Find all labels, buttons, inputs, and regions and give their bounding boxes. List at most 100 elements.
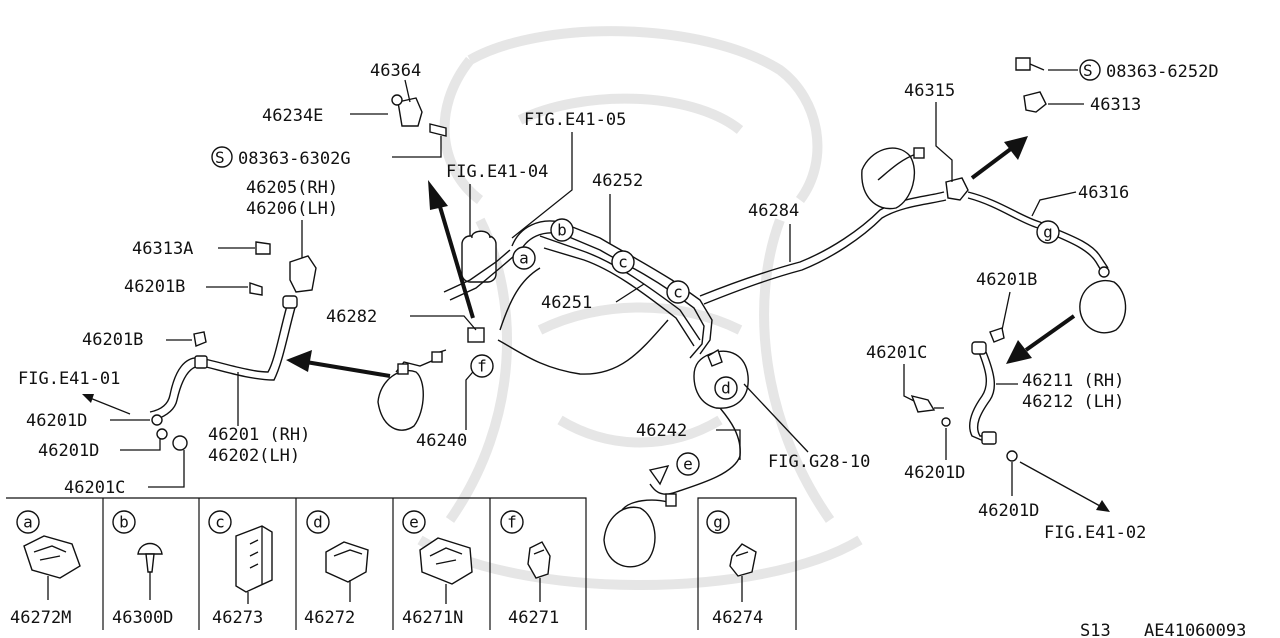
label-46252: 46252 — [592, 171, 643, 191]
watermark — [417, 26, 863, 590]
label-46315: 46315 — [904, 81, 955, 101]
legend-callout-e: e — [402, 510, 426, 534]
rear-left-caliper — [1079, 266, 1127, 334]
label-46313A: 46313A — [132, 239, 193, 259]
label-FIG-E41-01: FIG.E41-01 — [18, 369, 120, 389]
label-FIG-E41-05: FIG.E41-05 — [524, 110, 626, 130]
front-right-brake-pipe — [648, 407, 741, 495]
label-46205: 46205(RH) — [246, 178, 338, 198]
callout-g-diagram: g — [1036, 220, 1060, 244]
rear-brake-pipe-46284 — [699, 191, 947, 305]
legend-part-46271 — [527, 541, 551, 602]
label-46201D-c: 46201D — [904, 463, 965, 483]
legend-part-46272 — [325, 541, 369, 602]
svg-text:d: d — [721, 379, 731, 398]
callout-c1-diagram: c — [611, 250, 635, 274]
label-46201B-a: 46201B — [124, 277, 185, 297]
label-46240: 46240 — [416, 431, 467, 451]
label-46201B-b: 46201B — [82, 330, 143, 350]
front-left-hose — [149, 295, 298, 451]
svg-text:c: c — [618, 253, 628, 272]
label-46201D-d: 46201D — [978, 501, 1039, 521]
callout-a-diagram: a — [512, 246, 536, 270]
legend-label-46271: 46271 — [508, 608, 559, 628]
part-46205-bracket — [289, 255, 317, 293]
legend-callout-g: g — [706, 510, 730, 534]
master-cylinder — [443, 230, 669, 375]
part-46201B-clip-c — [989, 327, 1005, 343]
label-FIG-E41-02: FIG.E41-02 — [1044, 523, 1146, 543]
svg-text:a: a — [519, 249, 529, 268]
direction-arrow-up — [428, 180, 475, 319]
legend-label-46274: 46274 — [712, 608, 763, 628]
svg-text:g: g — [1043, 223, 1053, 242]
label-46201: 46201 (RH) — [208, 425, 310, 445]
front-right-caliper — [603, 493, 677, 568]
svg-text:d: d — [313, 513, 323, 532]
svg-text:e: e — [409, 513, 419, 532]
label-46242: 46242 — [636, 421, 687, 441]
legend-callout-b: b — [112, 510, 136, 534]
label-46313: 46313 — [1090, 95, 1141, 115]
callout-f-diagram: f — [470, 354, 494, 378]
bolt-08363-6252D — [1015, 57, 1047, 113]
svg-text:e: e — [683, 455, 693, 474]
legend-table — [6, 497, 797, 630]
legend-label-46272: 46272 — [304, 608, 355, 628]
s-mark-a-text: S — [215, 148, 225, 167]
part-46313A-bolt — [255, 241, 271, 255]
legend-part-46271N — [419, 537, 473, 604]
rear-right-caliper — [861, 147, 969, 210]
rear-hose-46211 — [968, 341, 1018, 462]
svg-text:c: c — [215, 513, 225, 532]
washer-46201D-c — [941, 417, 951, 427]
footer-code-right: AE41060093 — [1144, 621, 1246, 638]
label-46212: 46212 (LH) — [1022, 392, 1124, 412]
legend-callout-d: d — [306, 510, 330, 534]
legend-label-46300D: 46300D — [112, 608, 173, 628]
direction-arrow-upright — [970, 136, 1028, 180]
svg-text:a: a — [23, 513, 33, 532]
svg-text:f: f — [507, 513, 517, 532]
callout-d-diagram: d — [714, 376, 738, 400]
part-46201B-clip-a — [249, 282, 263, 296]
svg-text:c: c — [673, 283, 683, 302]
label-08363-6252D: 08363-6252D — [1106, 62, 1219, 82]
arrow-to-fig-e41-02 — [1019, 461, 1110, 512]
legend-label-46273: 46273 — [212, 608, 263, 628]
label-46201C-b: 46201C — [866, 343, 927, 363]
part-46364-clip — [391, 94, 447, 137]
label-FIG-E41-04: FIG.E41-04 — [446, 162, 548, 182]
label-46251: 46251 — [541, 293, 592, 313]
arrow-to-fig-e41-01 — [82, 394, 131, 415]
s-mark-bolt-a — [211, 146, 233, 168]
label-46206: 46206(LH) — [246, 199, 338, 219]
callout-b-diagram: b — [550, 218, 574, 242]
label-46201C-a: 46201C — [64, 478, 125, 498]
front-left-caliper — [377, 349, 447, 431]
callout-e-diagram: e — [676, 452, 700, 476]
svg-text:f: f — [477, 357, 487, 376]
svg-text:g: g — [713, 513, 723, 532]
label-46234E: 46234E — [262, 106, 323, 126]
legend-part-46300D — [137, 542, 163, 600]
legend-label-46271N: 46271N — [402, 608, 463, 628]
callout-c2-diagram: c — [666, 280, 690, 304]
part-46201C-bolt — [910, 394, 936, 413]
label-46364: 46364 — [370, 61, 421, 81]
svg-text:b: b — [119, 513, 129, 532]
legend-part-46273 — [235, 525, 273, 604]
label-46202: 46202(LH) — [208, 446, 300, 466]
s-mark-b-text: S — [1083, 61, 1093, 80]
label-46201D-b: 46201D — [38, 441, 99, 461]
footer-code-left: S13 — [1080, 621, 1111, 638]
direction-arrow-left — [286, 350, 391, 378]
legend-part-46274 — [729, 543, 757, 602]
direction-arrow-downleft — [1006, 314, 1076, 364]
label-46211: 46211 (RH) — [1022, 371, 1124, 391]
label-46282: 46282 — [326, 307, 377, 327]
label-46284: 46284 — [748, 201, 799, 221]
svg-text:b: b — [557, 221, 567, 240]
